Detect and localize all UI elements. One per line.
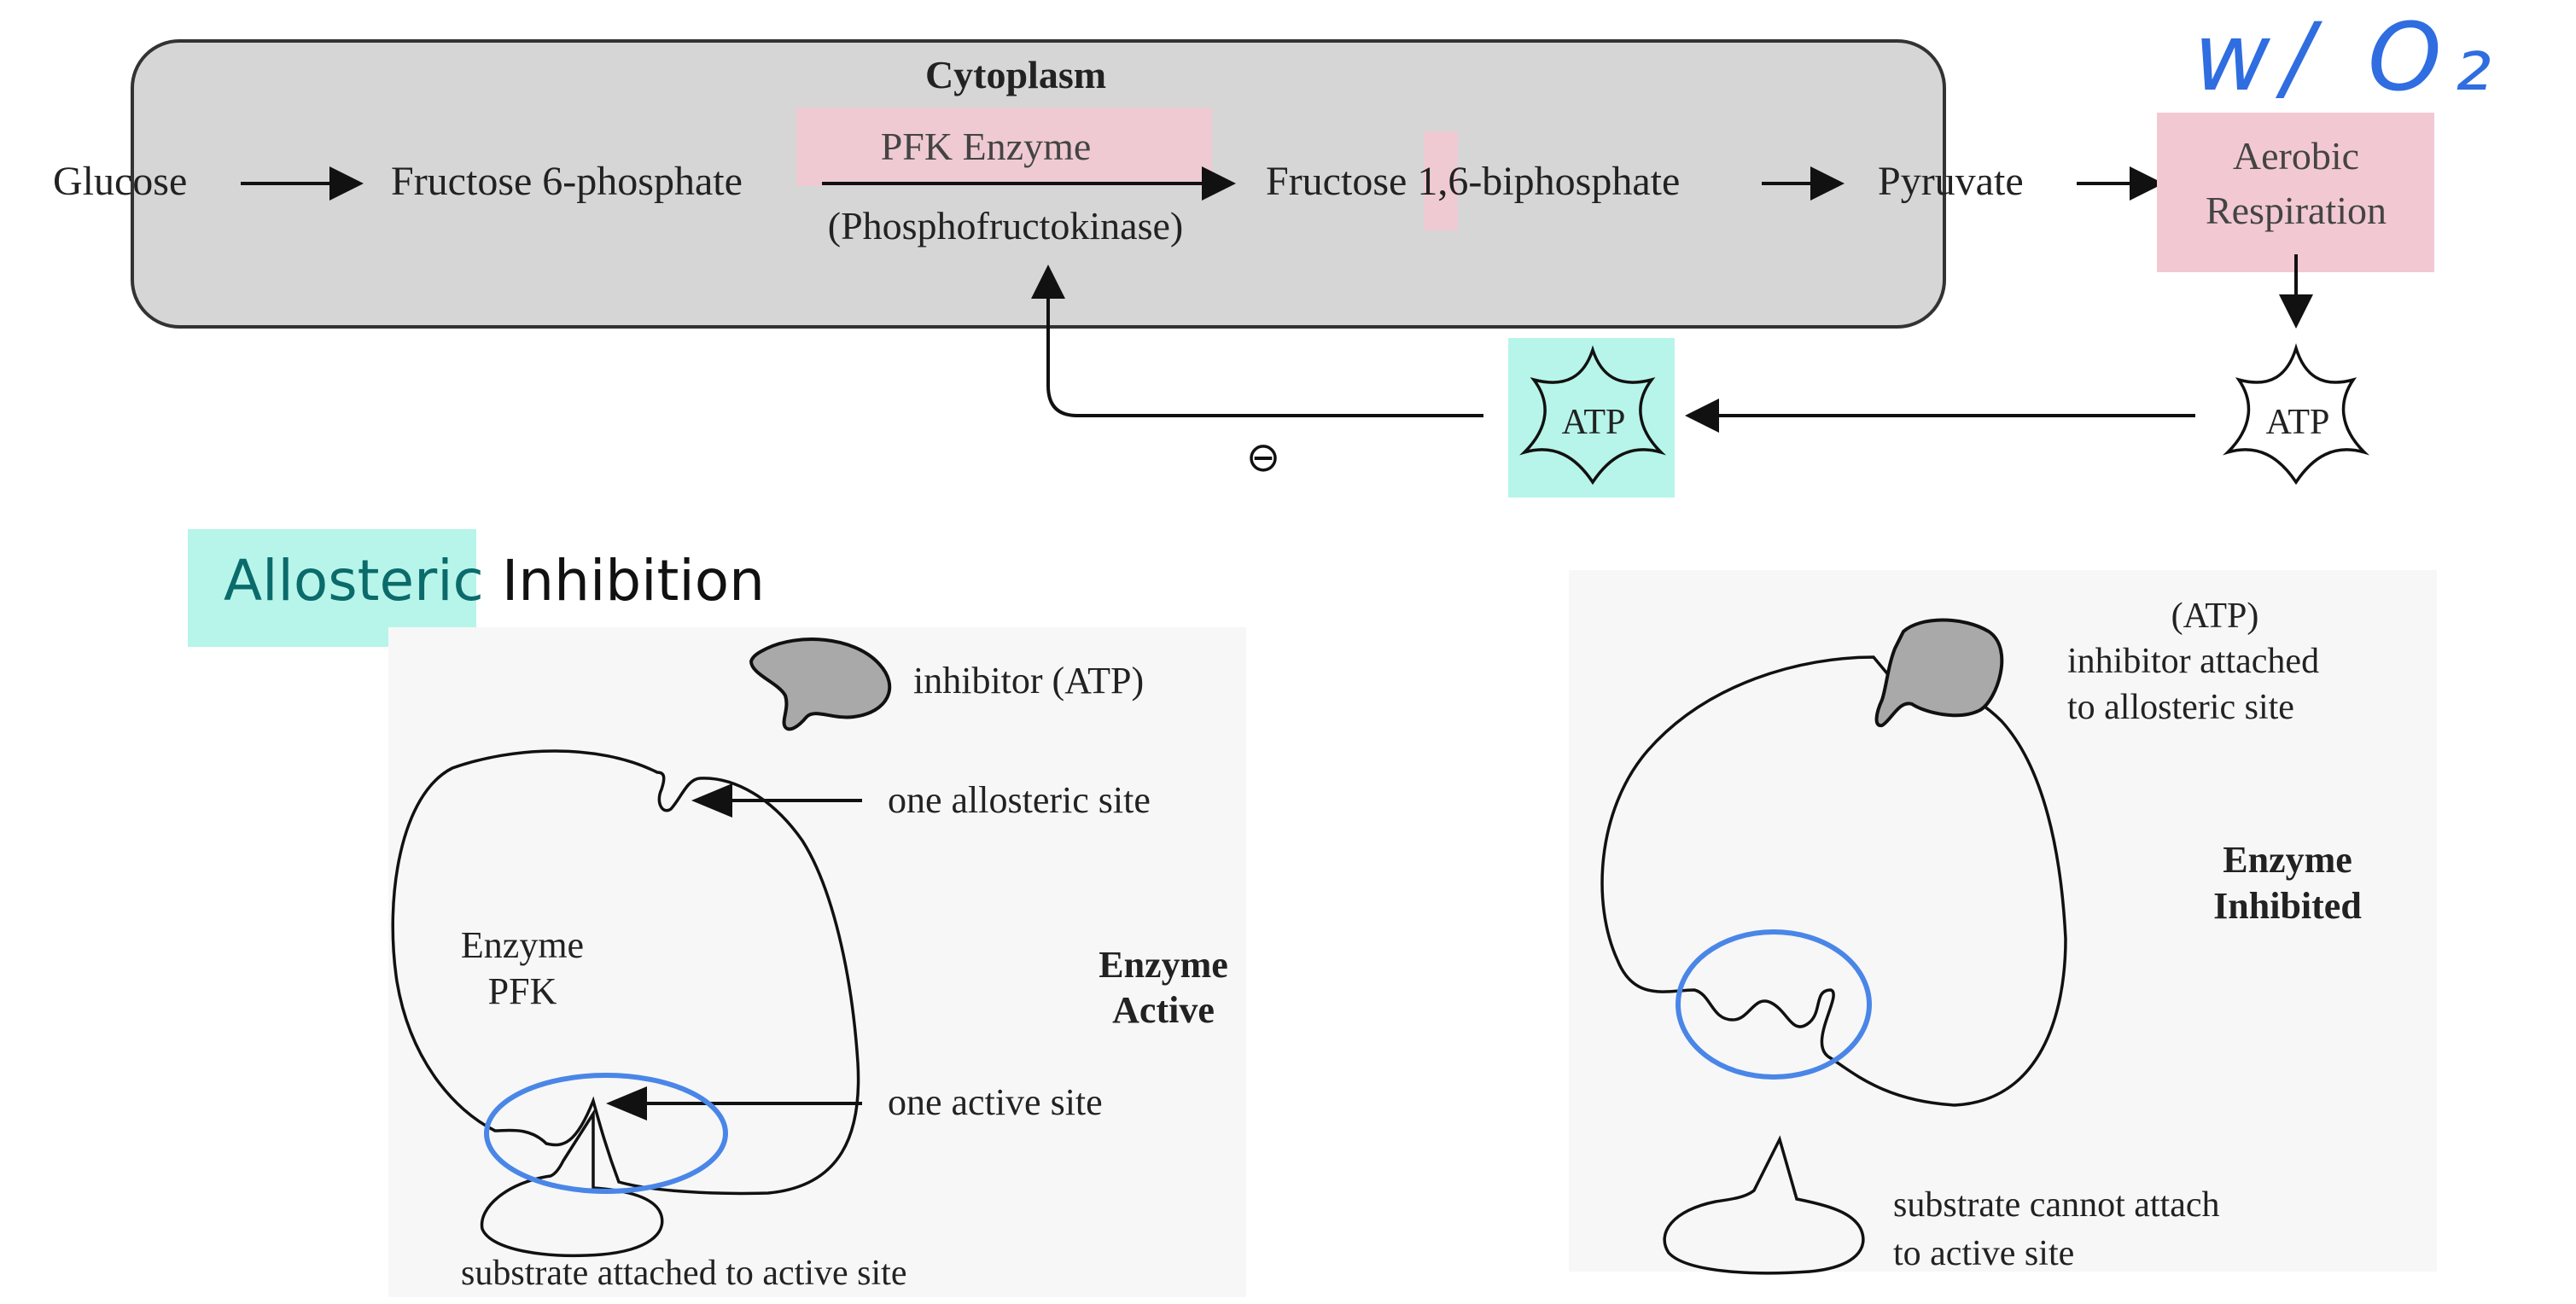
fructose-6-phosphate-label: Fructose 6-phosphate [391, 159, 743, 204]
active-site-label: one active site [888, 1081, 1103, 1123]
glucose-label: Glucose [53, 159, 187, 204]
enzyme-active-state-line1: Enzyme [1099, 944, 1228, 986]
enzyme-pfk-label-line2: PFK [488, 970, 557, 1012]
inhibitor-attached-shape [1874, 618, 2004, 728]
cytoplasm-label: Cytoplasm [925, 53, 1106, 96]
pfk-enzyme-label: PFK Enzyme [881, 125, 1092, 168]
substrate-cannot-attach-line2: to active site [1893, 1234, 2074, 1273]
inhibitor-attached-label-line1: (ATP) [2171, 597, 2259, 636]
aerobic-respiration-box [2157, 113, 2434, 272]
inhibitor-atp-label: inhibitor (ATP) [913, 660, 1144, 701]
pyruvate-label: Pyruvate [1878, 159, 2024, 204]
enzyme-inhibited-shape [1600, 655, 2067, 1107]
atp-inhibitor-highlight [1508, 338, 1675, 498]
active-site-deformed-highlight-circle [1676, 929, 1872, 1080]
handwritten-oxygen-note: w/ O₂ [2194, 3, 2503, 112]
atp-product-star-icon [2222, 343, 2370, 486]
inhibitor-atp-shape [749, 637, 892, 731]
arrow-inhibition-to-pfk [1031, 265, 1483, 417]
phosphofructokinase-label: (Phosphofructokinase) [828, 204, 1183, 247]
inhibitor-attached-label-line3: to allosteric site [2067, 688, 2294, 727]
pfk-highlight [796, 108, 1212, 186]
enzyme-inhibited-state-line1: Enzyme [2223, 839, 2352, 881]
aerobic-label-line1: Aerobic [2233, 134, 2359, 178]
atp-product-label: ATP [2266, 403, 2330, 442]
inhibition-sign-icon: ⊖ [1246, 434, 1280, 481]
active-panel-background [388, 627, 1246, 1297]
inhibitor-attached-label-line2: inhibitor attached [2067, 642, 2319, 681]
active-site-highlight-circle [484, 1073, 728, 1194]
aerobic-label-line2: Respiration [2206, 189, 2387, 232]
inhibited-panel-background [1569, 570, 2437, 1272]
enzyme-inhibited-state-line2: Inhibited [2213, 885, 2362, 927]
atp-inhibitor-star-icon [1518, 345, 1667, 486]
enzyme-pfk-label-line1: Enzyme [461, 924, 584, 966]
atp-inhibitor-label: ATP [1562, 403, 1626, 442]
allosteric-site-label: one allosteric site [888, 779, 1151, 821]
substrate-attached-label: substrate attached to active site [461, 1254, 906, 1293]
carbon-one-highlight [1424, 131, 1458, 230]
enzyme-pfk-active-shape [391, 749, 860, 1196]
enzyme-active-state-line2: Active [1112, 989, 1215, 1031]
substrate-unattached-shape [1663, 1135, 1865, 1275]
section-title: Allosteric Inhibition [224, 548, 765, 614]
substrate-cannot-attach-line1: substrate cannot attach [1893, 1185, 2220, 1225]
substrate-attached-shape [480, 1108, 664, 1257]
fructose-1-6-biphosphate-label: Fructose 1,6-biphosphate [1266, 159, 1680, 204]
